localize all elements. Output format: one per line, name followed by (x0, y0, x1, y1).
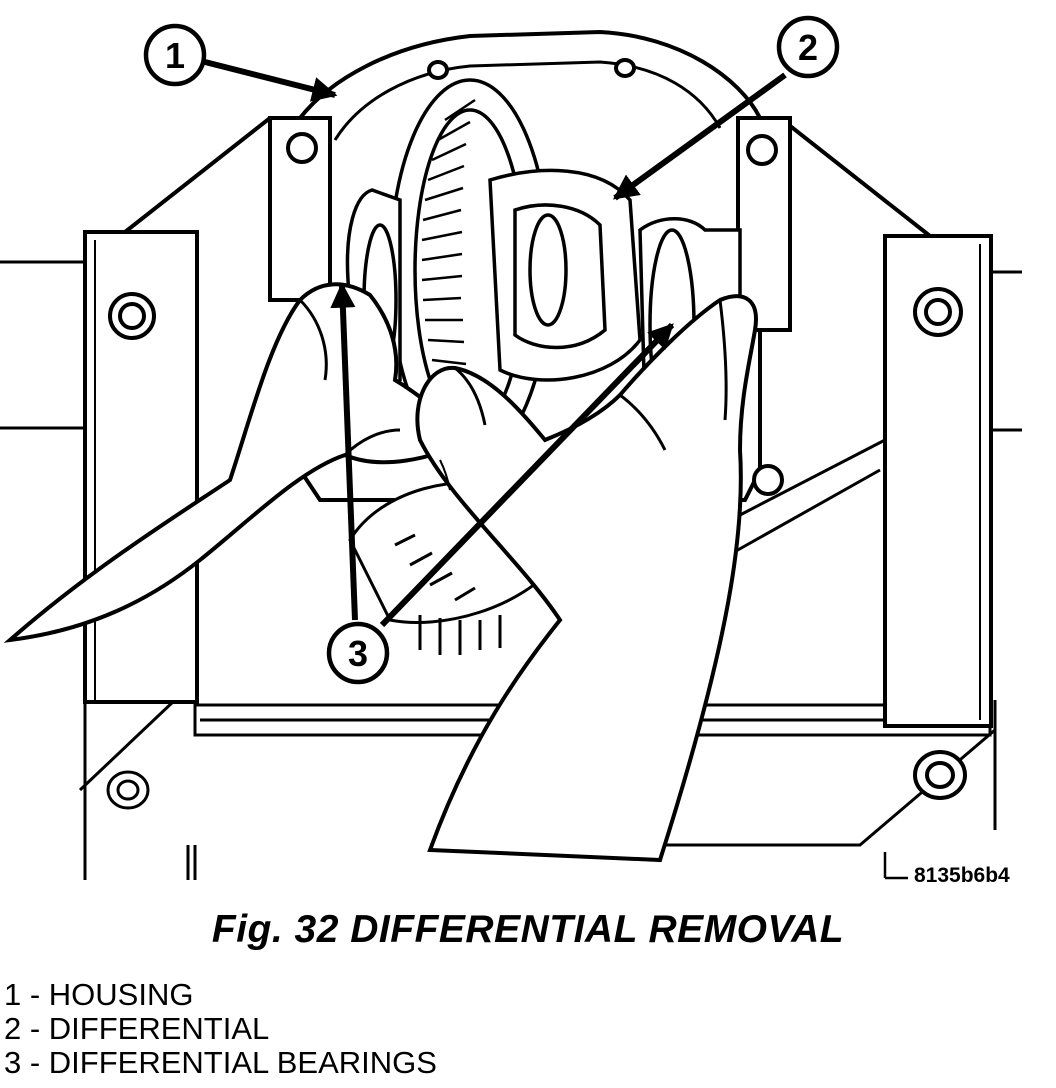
callout-3: 3 (326, 621, 390, 685)
svg-text:8135b6b4: 8135b6b4 (914, 864, 1010, 887)
callout-2: 2 (776, 15, 840, 79)
svg-text:1: 1 (165, 35, 185, 76)
callout-3-leader-right (379, 322, 675, 628)
svg-text:2: 2 (798, 27, 818, 68)
bracket-plates (268, 116, 792, 332)
figure-caption: Fig. 32 DIFFERENTIAL REMOVAL (211, 908, 845, 951)
callout-legend: 1 - HOUSING 2 - DIFFERENTIAL 3 - DIFFERE… (4, 978, 437, 1080)
callout-leaders (204, 59, 787, 628)
legend-item-housing: 1 - HOUSING (4, 977, 194, 1012)
callout-3-leader-left (330, 282, 358, 621)
figure-code: 8135b6b4 (883, 852, 1010, 887)
callout-1: 1 (143, 23, 207, 87)
legend-item-differential: 2 - DIFFERENTIAL (4, 1011, 270, 1046)
callout-1-leader (204, 59, 338, 102)
svg-text:3: 3 (348, 633, 368, 674)
callout-2-leader (612, 72, 787, 201)
differential-removal-illustration: 1 2 3 8135b6b4 (0, 15, 1022, 887)
right-hand (415, 294, 758, 863)
legend-item-differential-bearings: 3 - DIFFERENTIAL BEARINGS (4, 1045, 437, 1080)
